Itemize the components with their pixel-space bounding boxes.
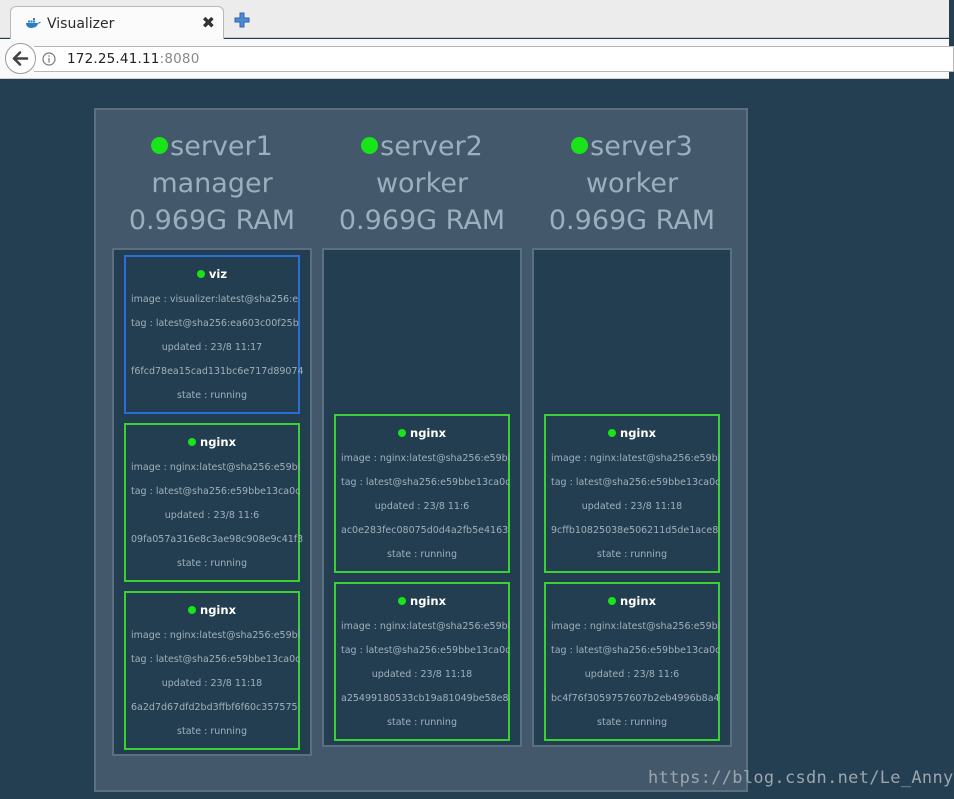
task-name-text: nginx [410, 594, 446, 608]
task-status-dot [608, 429, 617, 437]
task-name: nginx [126, 603, 298, 617]
task-name: nginx [336, 426, 508, 440]
task-card-viz[interactable]: viz image : visualizer:latest@sha256:e t… [124, 255, 304, 414]
task-tag: tag : latest@sha256:ea603c00f25b [131, 318, 299, 329]
task-tag: tag : latest@sha256:e59bbe13ca0c [131, 654, 301, 665]
task-updated: updated : 23/8 11:18 [161, 678, 263, 689]
back-button[interactable] [5, 43, 36, 74]
task-image: image : nginx:latest@sha256:e59bl [551, 453, 721, 464]
node-role: worker [375, 168, 469, 199]
task-id: bc4f76f3059757607b2eb4996b8a4 [551, 693, 720, 704]
task-state: state : running [177, 390, 247, 401]
task-name: nginx [546, 594, 718, 608]
task-image: image : visualizer:latest@sha256:e [131, 294, 299, 305]
url-port: :8080 [159, 51, 200, 67]
task-image: image : nginx:latest@sha256:e59bl [131, 630, 301, 641]
task-tag: tag : latest@sha256:e59bbe13ca0c [341, 477, 511, 488]
task-image: image : nginx:latest@sha256:e59bl [341, 453, 511, 464]
task-name: nginx [546, 426, 718, 440]
browser-nav-bar: 172.25.41.11:8080 [0, 39, 954, 79]
node-header-server3: server3 worker 0.969G RAM [527, 128, 737, 239]
swarm-cluster: server1 manager 0.969G RAM server2 worke… [94, 108, 748, 792]
task-name-text: nginx [200, 603, 236, 617]
task-tag: tag : latest@sha256:e59bbe13ca0c [551, 645, 721, 656]
node-header-server2: server2 worker 0.969G RAM [317, 128, 527, 239]
task-tag: tag : latest@sha256:e59bbe13ca0c [131, 486, 301, 497]
task-status-dot [398, 429, 407, 437]
task-card-nginx[interactable]: nginx image : nginx:latest@sha256:e59bl … [124, 423, 303, 582]
node-role: manager [151, 168, 273, 199]
node-name: server3 [590, 131, 693, 162]
task-name: viz [126, 267, 298, 281]
task-state: state : running [177, 726, 247, 737]
node-header-server1: server1 manager 0.969G RAM [107, 128, 317, 239]
docker-whale-icon [26, 18, 41, 28]
task-card-nginx[interactable]: nginx image : nginx:latest@sha256:e59bl … [544, 414, 720, 573]
task-updated: updated : 23/8 11:17 [161, 342, 263, 353]
node-ram: 0.969G RAM [548, 205, 716, 236]
node-status-dot [361, 137, 379, 154]
browser-tab[interactable]: Visualizer ✖ [10, 6, 224, 39]
task-state: state : running [387, 549, 457, 560]
task-id: 9cffb10825038e506211d5de1ace8 [551, 525, 719, 536]
task-card-nginx[interactable]: nginx image : nginx:latest@sha256:e59bl … [334, 582, 510, 741]
task-updated: updated : 23/8 11:6 [584, 669, 680, 680]
task-id: 09fa057a316e8c3ae98c908e9c41f3 [131, 534, 304, 545]
back-arrow-icon [12, 51, 29, 66]
task-name-text: nginx [620, 594, 656, 608]
task-updated: updated : 23/8 11:18 [371, 669, 473, 680]
task-name: nginx [336, 594, 508, 608]
node-role: worker [585, 168, 679, 199]
task-status-dot [188, 438, 197, 446]
task-updated: updated : 23/8 11:6 [164, 510, 260, 521]
task-status-dot [188, 606, 197, 614]
watermark: https://blog.csdn.net/Le_Anny [648, 768, 954, 788]
task-tag: tag : latest@sha256:e59bbe13ca0c [341, 645, 511, 656]
node-ram: 0.969G RAM [338, 205, 506, 236]
tab-title: Visualizer [47, 16, 115, 32]
task-image: image : nginx:latest@sha256:e59bl [551, 621, 721, 632]
node-status-dot [571, 137, 589, 154]
task-status-dot [398, 597, 407, 605]
node-column-server2: nginx image : nginx:latest@sha256:e59bl … [322, 248, 522, 747]
task-state: state : running [387, 717, 457, 728]
browser-tab-bar: Visualizer ✖ [0, 0, 949, 39]
task-status-dot [196, 270, 205, 278]
task-state: state : running [177, 558, 247, 569]
task-id: a25499180533cb19a81049be58e8 [341, 693, 509, 704]
task-card-nginx[interactable]: nginx image : nginx:latest@sha256:e59bl … [334, 414, 510, 573]
task-id: 6a2d7d67dfd2bd3ffbf6f60c357575 [131, 702, 298, 713]
url-text: 172.25.41.11:8080 [67, 51, 199, 67]
task-state: state : running [597, 549, 667, 560]
task-id: ac0e283fec08075d0d4a2fb5e4163 [341, 525, 509, 536]
task-name-text: nginx [620, 426, 656, 440]
task-name-text: viz [208, 267, 228, 281]
node-column-server1: viz image : visualizer:latest@sha256:e t… [112, 248, 312, 756]
task-name: nginx [126, 435, 298, 449]
task-image: image : nginx:latest@sha256:e59bl [131, 462, 301, 473]
task-status-dot [608, 597, 617, 605]
task-updated: updated : 23/8 11:6 [374, 501, 470, 512]
task-card-nginx[interactable]: nginx image : nginx:latest@sha256:e59bl … [544, 582, 720, 741]
node-column-server3: nginx image : nginx:latest@sha256:e59bl … [532, 248, 732, 747]
task-name-text: nginx [200, 435, 236, 449]
close-tab-icon[interactable]: ✖ [201, 13, 215, 32]
info-icon[interactable] [42, 52, 56, 66]
task-id: f6fcd78ea15cad131bc6e717d89074 [131, 366, 304, 377]
task-image: image : nginx:latest@sha256:e59bl [341, 621, 511, 632]
node-ram: 0.969G RAM [128, 205, 296, 236]
url-bar[interactable]: 172.25.41.11:8080 [34, 46, 954, 72]
node-name: server2 [380, 131, 483, 162]
task-name-text: nginx [410, 426, 446, 440]
new-tab-icon[interactable] [234, 12, 250, 28]
task-updated: updated : 23/8 11:18 [581, 501, 683, 512]
node-status-dot [151, 137, 169, 154]
task-state: state : running [597, 717, 667, 728]
url-host: 172.25.41.11 [67, 51, 160, 67]
node-name: server1 [170, 131, 273, 162]
task-card-nginx[interactable]: nginx image : nginx:latest@sha256:e59bl … [124, 591, 300, 750]
task-tag: tag : latest@sha256:e59bbe13ca0c [551, 477, 721, 488]
